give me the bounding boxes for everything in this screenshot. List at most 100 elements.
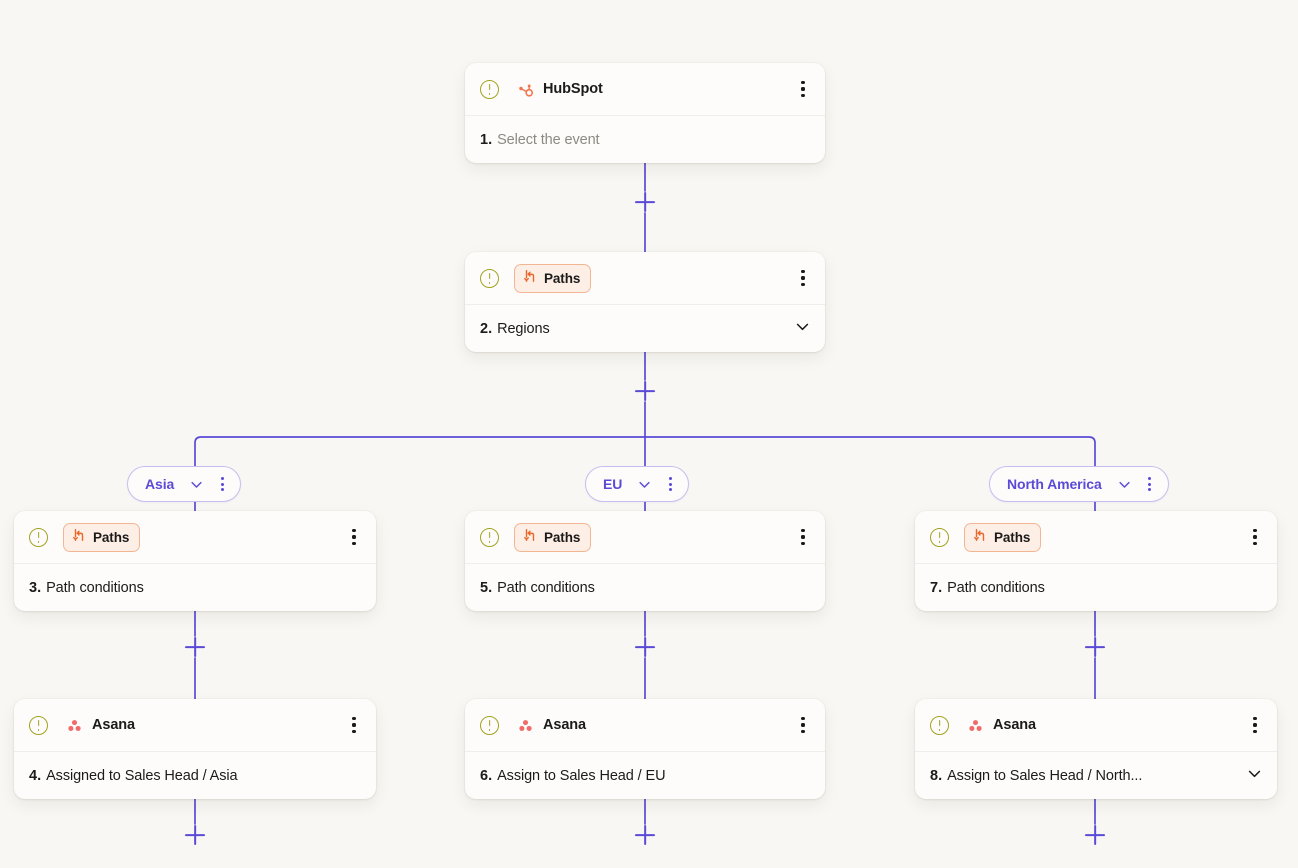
add-step-button-after-3[interactable] [184,636,206,658]
workflow-node-5[interactable]: Paths 5. Path conditions [465,511,825,611]
paths-branch-icon [72,528,86,547]
node-7-header: Paths [915,511,1277,563]
paths-badge-label: Paths [544,270,581,286]
kebab-menu-icon[interactable] [663,476,677,492]
node-6-step-number: 6. [480,767,493,784]
add-step-button-after-1[interactable] [634,191,656,213]
node-8-header: Asana [915,699,1277,751]
node-7-body: 7. Path conditions [915,563,1277,611]
workflow-node-4[interactable]: Asana 4. Assigned to Sales Head / Asia [14,699,376,799]
node-5-body: 5. Path conditions [465,563,825,611]
kebab-menu-icon[interactable] [1247,716,1263,734]
node-4-header: Asana [14,699,376,751]
add-step-button-after-2[interactable] [634,380,656,402]
node-4-app: Asana [65,716,135,734]
node-4-body: 4. Assigned to Sales Head / Asia [14,751,376,799]
add-step-button-after-7[interactable] [1084,636,1106,658]
chevron-down-icon[interactable] [637,477,652,492]
kebab-menu-icon[interactable] [795,716,811,734]
paths-badge: Paths [514,263,592,293]
warning-icon [480,715,499,735]
branch-pill-north-america-label: North America [1007,476,1102,492]
node-4-app-name: Asana [92,717,136,733]
kebab-menu-icon[interactable] [795,528,811,546]
node-1-step-number: 1. [480,131,493,148]
warning-icon [480,79,499,99]
node-7-step-number: 7. [930,579,943,596]
warning-icon [930,527,949,547]
kebab-menu-icon[interactable] [346,716,362,734]
paths-badge: Paths [964,522,1042,552]
node-3-header: Paths [14,511,376,563]
node-3-step-text: Path conditions [46,579,144,596]
warning-icon [480,527,499,547]
asana-logo-icon [516,716,534,734]
node-6-body: 6. Assign to Sales Head / EU [465,751,825,799]
paths-badge: Paths [63,522,141,552]
node-5-step-text: Path conditions [497,579,595,596]
node-1-body: 1. Select the event [465,115,825,163]
node-1-app: HubSpot [516,80,603,98]
warning-icon [930,715,949,735]
asana-logo-icon [966,716,984,734]
node-4-step-text: Assigned to Sales Head / Asia [46,767,238,784]
kebab-menu-icon[interactable] [1247,528,1263,546]
add-step-button-after-8[interactable] [1084,824,1106,846]
paths-badge: Paths [514,522,592,552]
node-6-app: Asana [516,716,586,734]
node-6-app-name: Asana [543,717,587,733]
node-3-body: 3. Path conditions [14,563,376,611]
kebab-menu-icon[interactable] [795,80,811,98]
paths-badge-label: Paths [93,529,130,545]
paths-branch-icon [523,528,537,547]
workflow-node-7[interactable]: Paths 7. Path conditions [915,511,1277,611]
node-8-app: Asana [966,716,1036,734]
node-8-body: 8. Assign to Sales Head / North... [915,751,1277,799]
branch-pill-eu[interactable]: EU [585,466,690,502]
node-2-step-number: 2. [480,320,493,337]
node-2-step-text: Regions [497,320,550,337]
workflow-node-3[interactable]: Paths 3. Path conditions [14,511,376,611]
node-2-header: Paths [465,252,825,304]
paths-badge-label: Paths [994,529,1031,545]
branch-pill-eu-label: EU [603,476,623,492]
add-step-button-after-4[interactable] [184,824,206,846]
warning-icon [29,715,48,735]
node-1-step-text: Select the event [497,131,600,148]
node-7-step-text: Path conditions [947,579,1045,596]
node-8-step-number: 8. [930,767,943,784]
node-6-header: Asana [465,699,825,751]
warning-icon [29,527,48,547]
kebab-menu-icon[interactable] [795,269,811,287]
paths-branch-icon [973,528,987,547]
workflow-node-2[interactable]: Paths 2. Regions [465,252,825,352]
node-5-header: Paths [465,511,825,563]
node-8-app-name: Asana [993,717,1037,733]
node-2-body: 2. Regions [465,304,825,352]
add-step-button-after-5[interactable] [634,636,656,658]
workflow-node-8[interactable]: Asana 8. Assign to Sales Head / North... [915,699,1277,799]
branch-pill-north-america[interactable]: North America [989,466,1169,502]
workflow-node-6[interactable]: Asana 6. Assign to Sales Head / EU [465,699,825,799]
kebab-menu-icon[interactable] [1143,476,1157,492]
chevron-down-icon[interactable] [1117,477,1132,492]
chevron-down-icon[interactable] [189,477,204,492]
paths-branch-icon [523,269,537,288]
add-step-button-after-6[interactable] [634,824,656,846]
kebab-menu-icon[interactable] [346,528,362,546]
branch-pill-asia[interactable]: Asia [127,466,242,502]
node-1-app-name: HubSpot [543,81,603,97]
paths-badge-label: Paths [544,529,581,545]
warning-icon [480,268,499,288]
node-5-step-number: 5. [480,579,493,596]
node-3-step-number: 3. [29,579,42,596]
chevron-down-icon[interactable] [1246,765,1263,787]
node-8-step-text: Assign to Sales Head / North... [947,767,1143,784]
node-1-header: HubSpot [465,63,825,115]
node-6-step-text: Assign to Sales Head / EU [497,767,666,784]
kebab-menu-icon[interactable] [215,476,229,492]
workflow-node-1[interactable]: HubSpot 1. Select the event [465,63,825,163]
hubspot-logo-icon [516,80,534,98]
chevron-down-icon[interactable] [794,318,811,340]
